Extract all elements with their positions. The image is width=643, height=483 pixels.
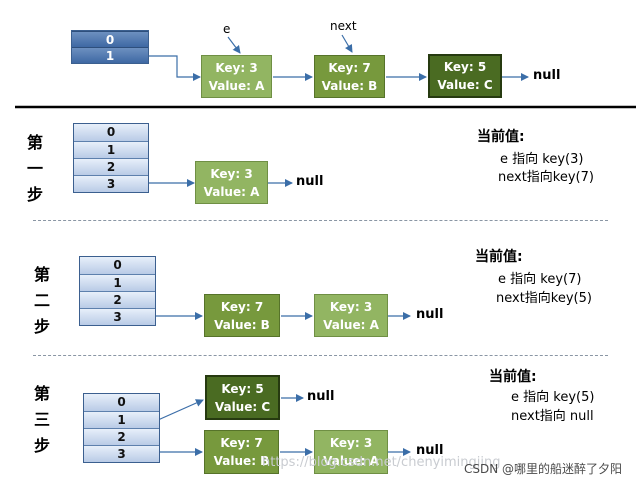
array-cell: 2 bbox=[74, 158, 148, 175]
node-key: Key: 7 bbox=[220, 299, 264, 314]
step-3-label: 第 三 步 bbox=[32, 381, 52, 459]
step-2-label: 第 二 步 bbox=[32, 262, 52, 340]
node-key: Key: 3 bbox=[329, 436, 373, 450]
current-values-title: 当前值: bbox=[475, 249, 523, 265]
node-key7: Key: 7 Value: B bbox=[314, 55, 385, 98]
credit-label: CSDN @哪里的船迷醉了夕阳 bbox=[464, 462, 623, 476]
array-cell: 3 bbox=[84, 445, 159, 462]
array-cell: 0 bbox=[84, 394, 159, 411]
array-cell: 0 bbox=[72, 31, 148, 47]
node-key5: Key: 5 Value: C bbox=[205, 375, 280, 420]
step-char: 第 bbox=[26, 133, 43, 152]
step-1-bucket-array: 0 1 2 3 bbox=[73, 123, 149, 193]
top-bucket-array: 0 1 bbox=[71, 30, 149, 64]
array-cell: 0 bbox=[74, 124, 148, 141]
null-label: null bbox=[307, 389, 335, 404]
node-key3: Key: 3 Value: A bbox=[314, 294, 388, 337]
node-key3: Key: 3 Value: A bbox=[314, 430, 388, 474]
current-next: next指向key(5) bbox=[496, 291, 592, 306]
node-value: Value: A bbox=[323, 317, 379, 332]
node-key: Key: 5 bbox=[443, 60, 487, 74]
arrow-next-pointer bbox=[341, 34, 353, 53]
array-cell: 3 bbox=[74, 175, 148, 192]
step-char: 第 bbox=[33, 265, 50, 284]
node-value: Value: B bbox=[214, 317, 270, 332]
null-label: null bbox=[416, 307, 444, 322]
divider-step-1-2 bbox=[33, 220, 608, 221]
current-values-title: 当前值: bbox=[477, 129, 525, 145]
step-2-bucket-array: 0 1 2 3 bbox=[79, 256, 156, 326]
array-cell: 2 bbox=[80, 291, 155, 308]
node-key: Key: 7 bbox=[328, 60, 371, 75]
node-key5: Key: 5 Value: C bbox=[428, 54, 502, 98]
node-value: Value: B bbox=[321, 78, 378, 93]
node-key3: Key: 3 Value: A bbox=[195, 161, 268, 204]
arrow-top-array-to-key3 bbox=[148, 55, 201, 81]
node-value: Value: A bbox=[323, 454, 379, 468]
array-cell: 1 bbox=[74, 141, 148, 158]
node-key: Key: 5 bbox=[221, 381, 264, 396]
node-key7: Key: 7 Value: B bbox=[204, 294, 280, 337]
label-next: next bbox=[330, 19, 357, 33]
step-1-label: 第 一 步 bbox=[25, 130, 45, 208]
array-cell: 3 bbox=[80, 308, 155, 325]
arrow-e-pointer bbox=[227, 36, 241, 54]
node-key: Key: 3 bbox=[215, 60, 258, 75]
null-label: null bbox=[296, 174, 324, 189]
array-cell: 1 bbox=[84, 411, 159, 428]
step-char: 一 bbox=[26, 159, 43, 178]
current-e: e 指向 key(7) bbox=[498, 272, 582, 287]
null-label: null bbox=[533, 68, 561, 83]
current-next: next指向 null bbox=[511, 409, 594, 424]
current-values-title: 当前值: bbox=[489, 369, 537, 385]
node-key: Key: 3 bbox=[210, 166, 253, 181]
null-label: null bbox=[416, 443, 444, 458]
current-e: e 指向 key(3) bbox=[500, 152, 584, 167]
step-char: 第 bbox=[33, 384, 50, 403]
step-char: 步 bbox=[26, 185, 43, 204]
node-value: Value: B bbox=[213, 454, 270, 468]
array-cell: 1 bbox=[72, 47, 148, 63]
label-e: e bbox=[223, 22, 231, 36]
watermark: https://blog.csdn.net/chenyimingjing bbox=[262, 455, 501, 470]
node-key: Key: 3 bbox=[329, 299, 373, 314]
node-key: Key: 7 bbox=[220, 436, 263, 450]
node-key7: Key: 7 Value: B bbox=[204, 430, 279, 474]
step-char: 步 bbox=[33, 317, 50, 336]
node-value: Value: A bbox=[203, 184, 260, 199]
array-cell: 2 bbox=[84, 428, 159, 445]
step-char: 三 bbox=[33, 410, 50, 429]
arrow-s3-array-to-key5 bbox=[157, 399, 204, 421]
current-e: e 指向 key(5) bbox=[511, 390, 595, 405]
step-char: 二 bbox=[33, 291, 50, 310]
array-cell: 0 bbox=[80, 257, 155, 274]
step-3-bucket-array: 0 1 2 3 bbox=[83, 393, 160, 463]
node-value: Value: A bbox=[208, 78, 265, 93]
divider-step-2-3 bbox=[33, 355, 608, 356]
current-next: next指向key(7) bbox=[498, 170, 594, 185]
array-cell: 1 bbox=[80, 274, 155, 291]
node-value: Value: C bbox=[214, 399, 271, 414]
step-char: 步 bbox=[33, 436, 50, 455]
node-key3: Key: 3 Value: A bbox=[201, 55, 272, 98]
node-value: Value: C bbox=[437, 78, 493, 92]
